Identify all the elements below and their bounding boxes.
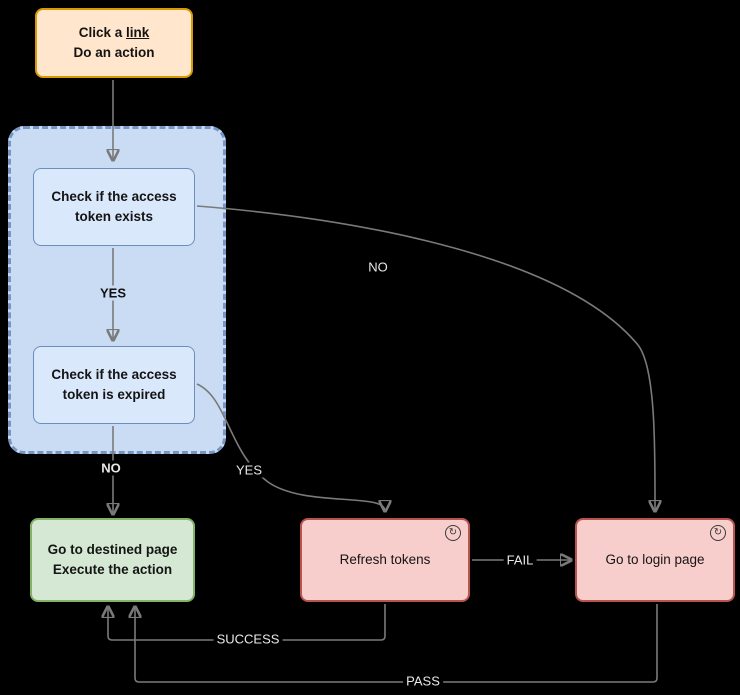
- check-token-expired-line1: Check if the access: [51, 366, 177, 382]
- refresh-tokens-node: ↻ Refresh tokens: [300, 518, 470, 602]
- destined-page-line1: Go to destined page: [47, 541, 178, 557]
- edge-label-fail: FAIL: [503, 552, 537, 568]
- edge-login-pass-to-destined: [135, 604, 658, 683]
- edge-exists-no-to-login: [196, 205, 655, 511]
- edge-expired-yes-to-refresh: [196, 383, 385, 511]
- login-page-node: ↻ Go to login page: [575, 518, 735, 602]
- check-token-expired-line2: token is expired: [62, 387, 166, 402]
- edge-label-pass: PASS: [403, 673, 443, 689]
- start-node-line2: Do an action: [73, 45, 155, 60]
- check-token-exists-line1: Check if the access: [51, 188, 177, 204]
- refresh-tokens-label: Refresh tokens: [339, 551, 431, 567]
- edge-label-yes-exists: YES: [96, 285, 130, 301]
- start-node-text: Click a: [78, 24, 126, 40]
- check-token-exists-line2: token exists: [74, 209, 154, 224]
- edge-label-success: SUCCESS: [213, 631, 283, 647]
- edge-label-no-exists: NO: [365, 259, 391, 275]
- destined-page-node: Go to destined page Execute the action: [30, 518, 195, 602]
- check-token-exists-node: Check if the access token exists: [33, 168, 195, 246]
- edge-label-no-expired: NO: [98, 460, 124, 476]
- sync-icon: ↻: [710, 525, 726, 541]
- start-node-line1: Click a link: [79, 23, 150, 43]
- check-token-expired-node: Check if the access token is expired: [33, 346, 195, 424]
- edge-label-yes-expired: YES: [232, 462, 266, 478]
- destined-page-line2: Execute the action: [52, 562, 173, 577]
- sync-icon: ↻: [445, 525, 461, 541]
- start-node: Click a link Do an action: [35, 8, 193, 78]
- link-text: link: [126, 24, 150, 40]
- login-page-label: Go to login page: [605, 551, 705, 567]
